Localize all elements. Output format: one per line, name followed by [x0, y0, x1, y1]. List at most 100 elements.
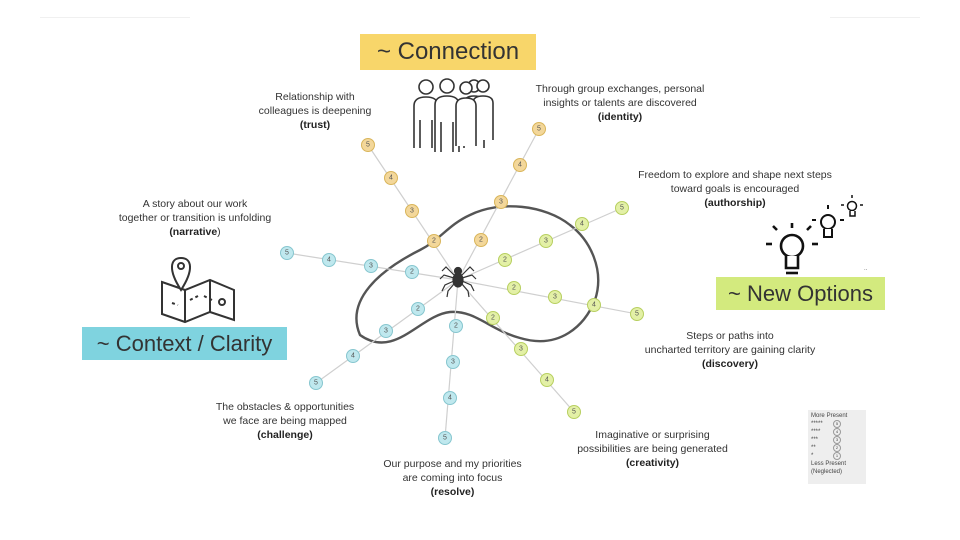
node-authorship-3: 3 [539, 234, 553, 248]
label-authorship-keyword: (authorship) [704, 197, 766, 209]
node-value: 5 [635, 311, 639, 318]
node-circle [507, 281, 521, 295]
node-value: 2 [432, 238, 436, 245]
node-challenge-2: 2 [411, 302, 425, 316]
node-discovery-2: 2 [507, 281, 521, 295]
node-challenge-4: 4 [346, 349, 360, 363]
legend-stars: ** [811, 445, 816, 451]
node-value: 4 [580, 221, 584, 228]
node-value: 2 [491, 315, 495, 322]
label-trust: Relationship with colleagues is deepenin… [240, 90, 390, 132]
node-circle [474, 233, 488, 247]
node-value: 5 [537, 126, 541, 133]
label-creativity: Imaginative or surprising possibilities … [560, 428, 745, 470]
node-discovery-4: 4 [587, 298, 601, 312]
label-discovery: Steps or paths into uncharted territory … [620, 329, 840, 371]
node-value: 5 [620, 205, 624, 212]
legend-value: 1 [833, 452, 841, 460]
side-mark: .. [864, 266, 868, 272]
node-value: 5 [285, 250, 289, 257]
node-value: 3 [369, 263, 373, 270]
node-value: 4 [351, 353, 355, 360]
node-discovery-5: 5 [630, 307, 644, 321]
node-narrative-2: 2 [405, 265, 419, 279]
node-circle [346, 349, 360, 363]
node-circle [540, 373, 554, 387]
node-value: 4 [592, 302, 596, 309]
node-value: 3 [519, 346, 523, 353]
group-people-icon [413, 78, 494, 152]
node-value: 2 [416, 306, 420, 313]
label-challenge-keyword: (challenge) [257, 429, 313, 441]
node-creativity-5: 5 [567, 405, 581, 419]
legend-footer-2: (Neglected) [811, 469, 843, 475]
node-identity-5: 5 [532, 122, 546, 136]
legend-header-present: Present [826, 413, 848, 419]
node-circle [494, 195, 508, 209]
node-value: 3 [384, 328, 388, 335]
label-identity-line-1: Through group exchanges, personal [535, 83, 705, 95]
node-circle [486, 311, 500, 325]
node-resolve-4: 4 [443, 391, 457, 405]
node-value: 4 [327, 257, 331, 264]
legend-row: ** 2 [811, 444, 863, 452]
node-value: 4 [545, 377, 549, 384]
focus-outline [355, 205, 600, 344]
node-circle [443, 391, 457, 405]
node-challenge-3: 3 [379, 324, 393, 338]
legend-value: 5 [833, 420, 841, 428]
node-circle [532, 122, 546, 136]
legend-stars: ***** [811, 421, 823, 427]
lightbulbs-icon [766, 195, 863, 275]
node-circle [630, 307, 644, 321]
node-resolve-5: 5 [438, 431, 452, 445]
spoke-discovery [457, 279, 638, 315]
node-authorship-4: 4 [575, 217, 589, 231]
node-circle [384, 171, 398, 185]
node-authorship-5: 5 [615, 201, 629, 215]
label-narrative-keyword: (narrative [169, 226, 218, 238]
node-identity-2: 2 [474, 233, 488, 247]
node-value: 4 [518, 162, 522, 169]
node-circle [498, 253, 512, 267]
label-identity-keyword: (identity) [597, 111, 643, 123]
node-circle [548, 290, 562, 304]
node-value: 2 [479, 237, 483, 244]
node-value: 2 [512, 285, 516, 292]
label-narrative: A story about our work together or trans… [100, 197, 290, 239]
node-circle [615, 201, 629, 215]
top-rule-left [40, 17, 190, 18]
node-trust-4: 4 [384, 171, 398, 185]
node-value: 2 [454, 323, 458, 330]
node-circle [446, 355, 460, 369]
label-authorship-line-2: toward goals is encouraged [670, 183, 800, 195]
node-creativity-3: 3 [514, 342, 528, 356]
node-circle [539, 234, 553, 248]
node-narrative-4: 4 [322, 253, 336, 267]
node-circle [587, 298, 601, 312]
label-challenge-line-1: The obstacles & opportunities [215, 401, 355, 413]
label-identity: Through group exchanges, personal insigh… [515, 82, 725, 124]
node-resolve-3: 3 [446, 355, 460, 369]
label-challenge: The obstacles & opportunities we face ar… [190, 400, 380, 442]
node-creativity-4: 4 [540, 373, 554, 387]
node-trust-3: 3 [405, 204, 419, 218]
legend-row: ***** 5 [811, 420, 863, 428]
label-authorship: Freedom to explore and shape next steps … [620, 168, 850, 210]
label-narrative-keyword-tail: ) [217, 226, 221, 238]
legend-stars: *** [811, 437, 819, 443]
node-value: 3 [410, 208, 414, 215]
node-circle [364, 259, 378, 273]
label-narrative-line-2: together or transition is unfolding [118, 212, 272, 224]
node-narrative-5: 5 [280, 246, 294, 260]
node-creativity-2: 2 [486, 311, 500, 325]
legend-footer-1: Less Present [811, 461, 847, 467]
node-circle [438, 431, 452, 445]
label-narrative-line-1: A story about our work [142, 198, 248, 210]
node-circle [567, 405, 581, 419]
legend-header-more: More [811, 413, 825, 419]
label-trust-keyword: (trust) [299, 119, 331, 131]
node-discovery-3: 3 [548, 290, 562, 304]
node-trust-5: 5 [361, 138, 375, 152]
